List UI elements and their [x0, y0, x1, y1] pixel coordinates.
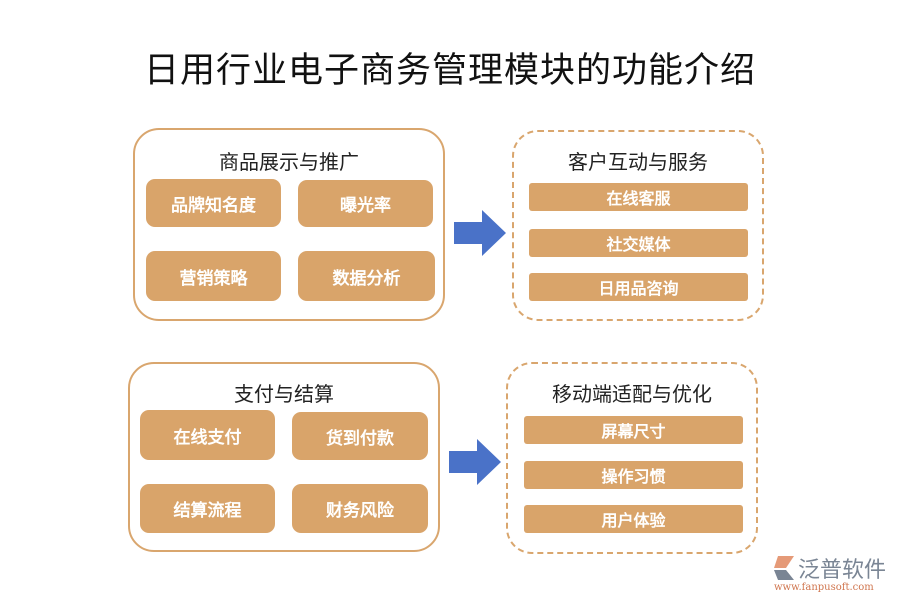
tile-online-payment: 在线支付	[140, 410, 275, 460]
panel-mobile-adaptation: 移动端适配与优化	[506, 362, 758, 554]
bar-user-experience: 用户体验	[524, 505, 743, 533]
panel-payment-settlement: 支付与结算	[128, 362, 440, 552]
tile-cash-on-delivery: 货到付款	[292, 412, 428, 460]
panel-customer-interaction: 客户互动与服务	[512, 130, 764, 321]
bar-operation-habits: 操作习惯	[524, 461, 743, 489]
logo-name: 泛普软件	[798, 558, 887, 583]
bar-daily-goods-consult: 日用品咨询	[529, 273, 748, 301]
tile-marketing-strategy: 营销策略	[146, 251, 281, 301]
tile-settlement-process: 结算流程	[140, 484, 275, 533]
page-title: 日用行业电子商务管理模块的功能介绍	[143, 51, 756, 91]
logo-url: www.fanpusoft.com	[774, 582, 874, 593]
tile-data-analysis: 数据分析	[298, 251, 435, 301]
right-arrow-icon	[454, 210, 506, 256]
tile-brand-awareness: 品牌知名度	[146, 179, 281, 227]
bar-online-service: 在线客服	[529, 183, 748, 211]
logo-icon	[774, 556, 794, 580]
tile-financial-risk: 财务风险	[292, 484, 428, 533]
panel-title: 客户互动与服务	[568, 150, 708, 174]
panel-title: 商品展示与推广	[219, 150, 359, 174]
tile-exposure-rate: 曝光率	[298, 180, 433, 227]
panel-product-display: 商品展示与推广	[133, 128, 445, 321]
panel-title: 移动端适配与优化	[552, 382, 712, 406]
bar-screen-size: 屏幕尺寸	[524, 416, 743, 444]
right-arrow-icon	[449, 439, 501, 485]
panel-title: 支付与结算	[234, 382, 334, 406]
bar-social-media: 社交媒体	[529, 229, 748, 257]
